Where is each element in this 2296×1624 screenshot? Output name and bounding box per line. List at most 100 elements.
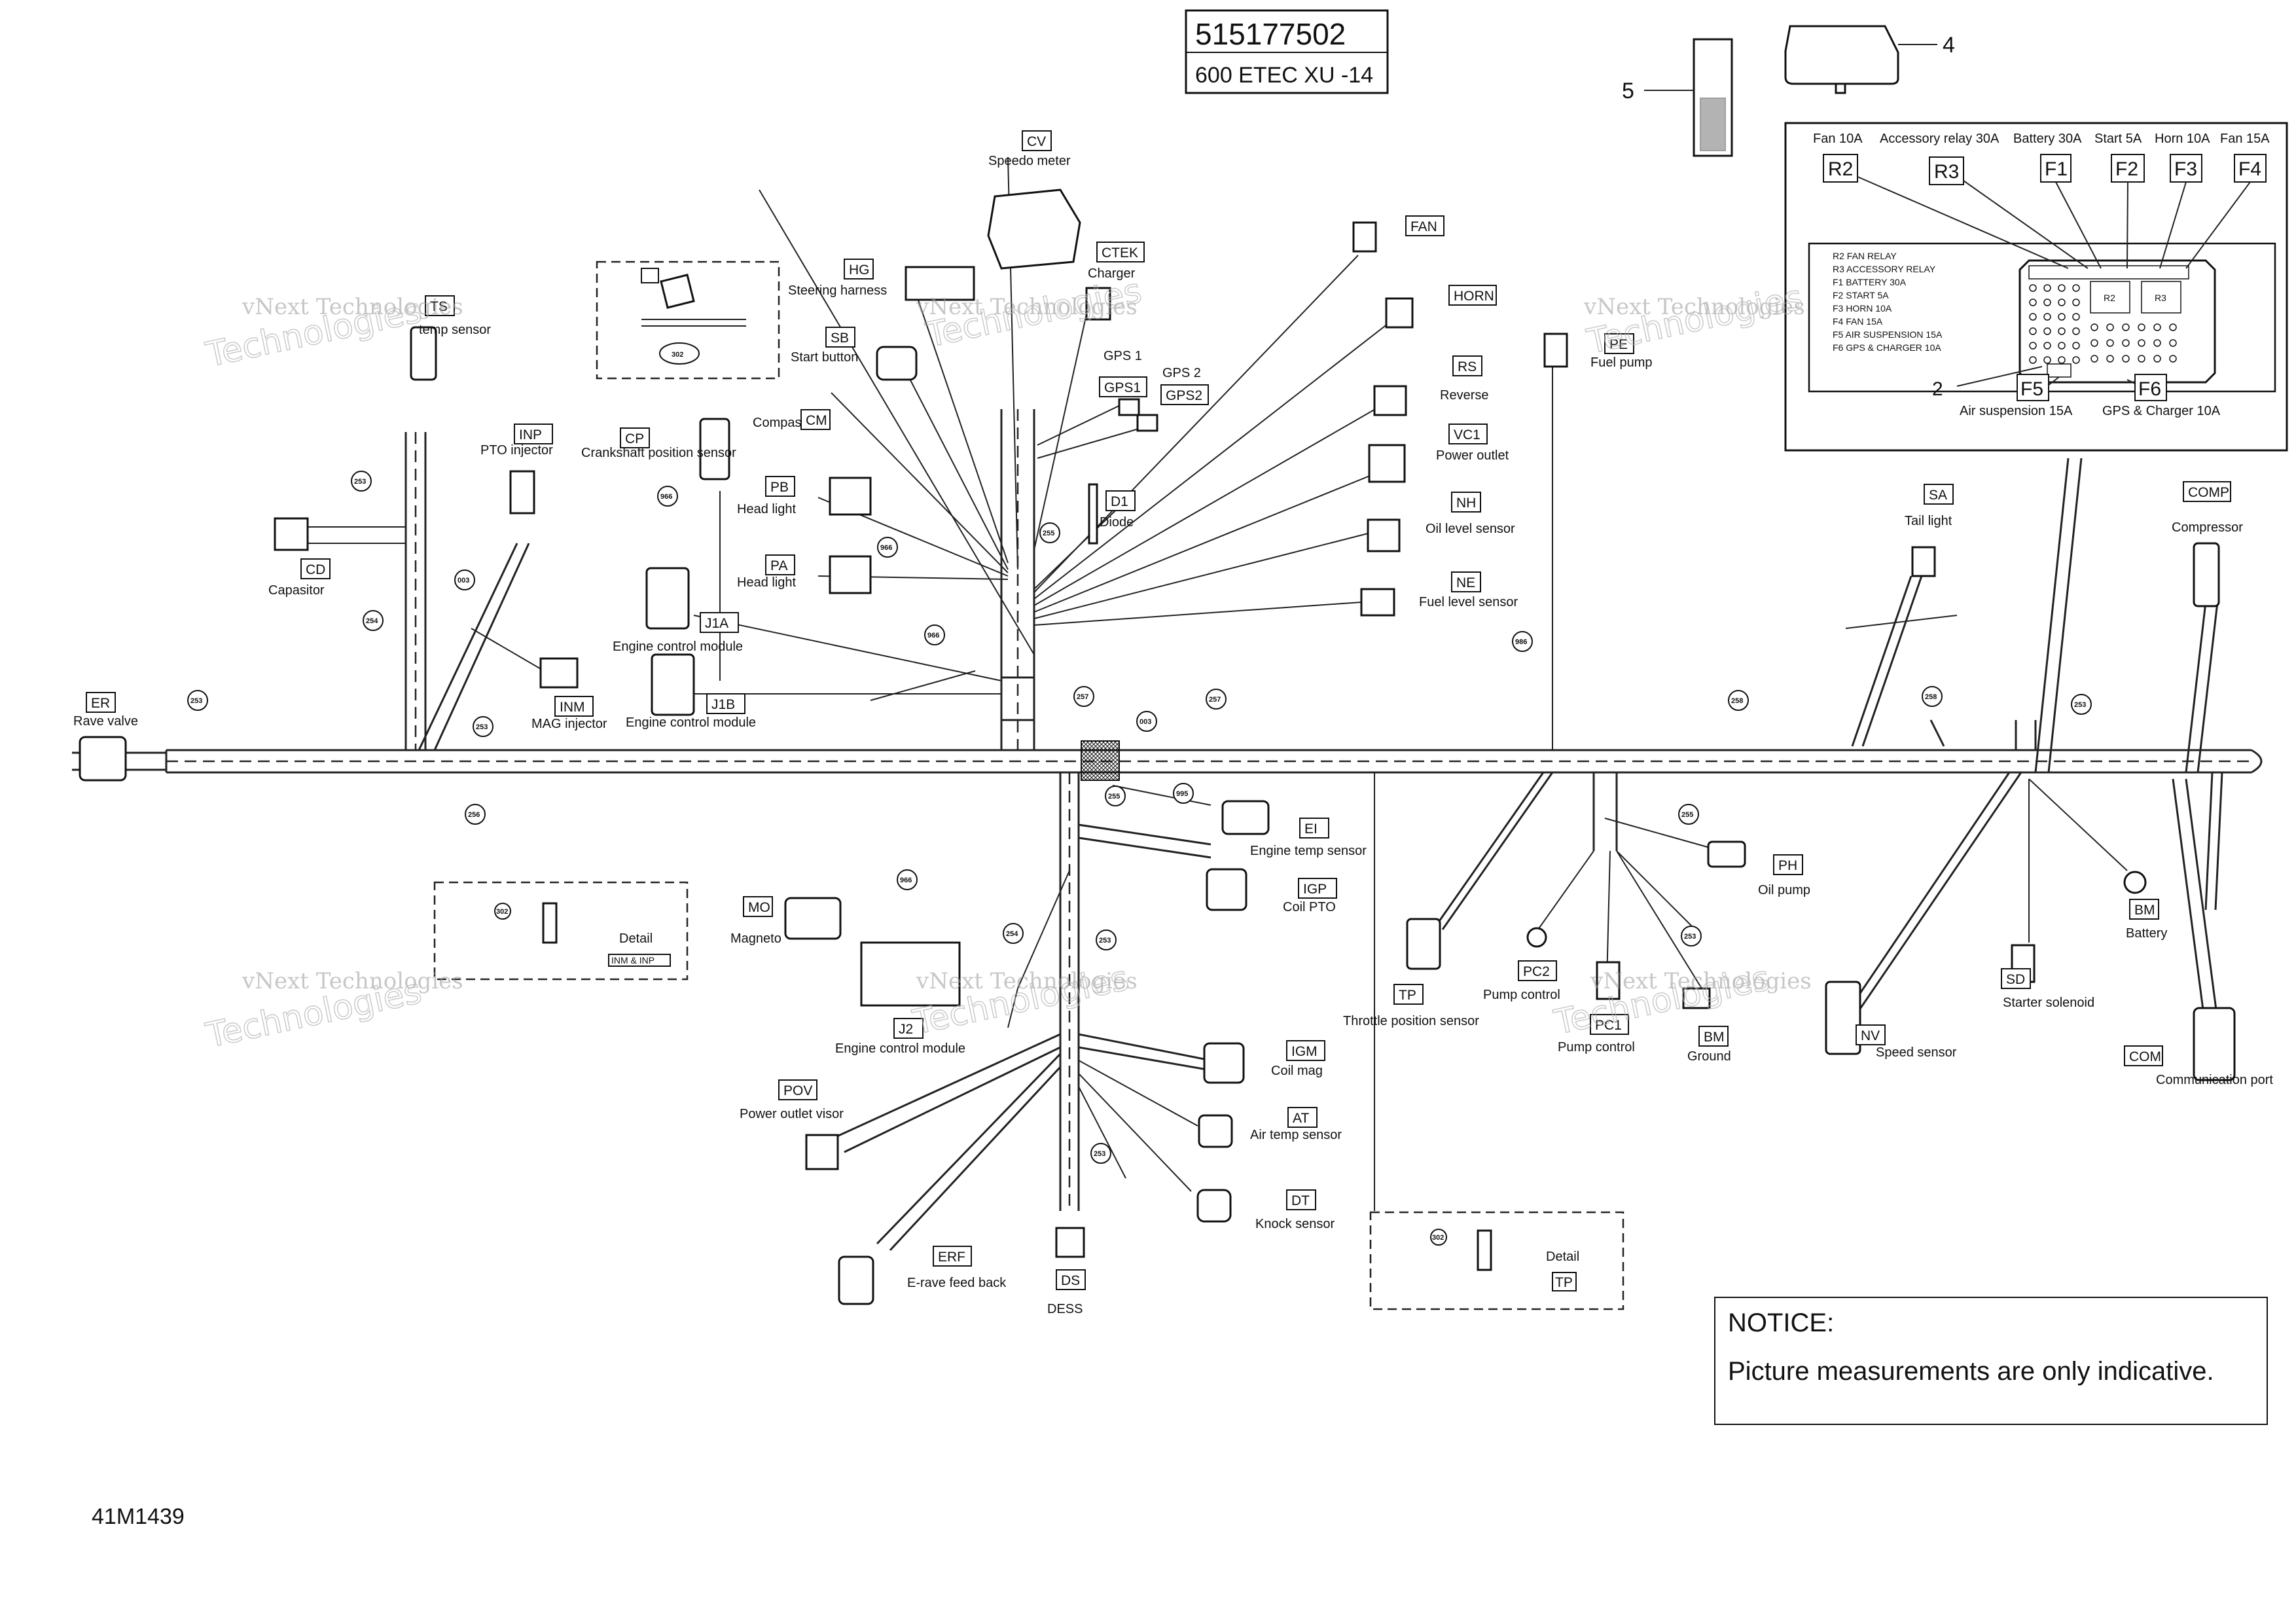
detail-inj-tag: INM & INP bbox=[611, 955, 655, 965]
component-code-box bbox=[425, 295, 455, 316]
component-name: Compressor bbox=[2172, 520, 2243, 535]
fuse-panel: Fan 10A Accessory relay 30A Battery 30A … bbox=[1784, 122, 2288, 452]
callout-2: 2 bbox=[1932, 378, 1943, 400]
ground-icon bbox=[1682, 987, 1711, 1009]
power-outlet-visor-icon bbox=[805, 1134, 839, 1170]
component-name: GPS 2 bbox=[1162, 366, 1201, 380]
component-name: Compas bbox=[753, 416, 801, 430]
detail-302-compass: 302 bbox=[672, 351, 683, 359]
steering-connector-icon bbox=[905, 266, 975, 301]
ref-bubble: 003 bbox=[1139, 718, 1151, 726]
component-name: Reverse bbox=[1440, 388, 1488, 403]
component-code-box bbox=[1393, 984, 1424, 1005]
component-code-box bbox=[1448, 424, 1488, 444]
notice-text: Picture measurements are only indicative… bbox=[1728, 1357, 2214, 1386]
fuse-pin bbox=[2058, 327, 2066, 335]
fuse-pin bbox=[2122, 355, 2130, 363]
tail-light-icon bbox=[1911, 546, 1936, 577]
fuse-pin bbox=[2072, 342, 2080, 350]
component-code: DS bbox=[1061, 1273, 1080, 1288]
fuse-pin bbox=[2169, 339, 2177, 347]
horn-connector-icon bbox=[1385, 297, 1414, 329]
magneto-icon bbox=[784, 897, 842, 940]
fuse-code-f5: F5 bbox=[2020, 378, 2043, 400]
component-name: Pump control bbox=[1483, 988, 1560, 1002]
component-code: J2 bbox=[899, 1022, 913, 1037]
fuse-top-label-6: Fan 15A bbox=[2220, 132, 2270, 146]
ref-bubble: 253 bbox=[2074, 701, 2086, 709]
component-code-box bbox=[1286, 1040, 1325, 1061]
component-name: Speedo meter bbox=[988, 154, 1071, 168]
ecm-j2-connector-icon bbox=[860, 941, 961, 1007]
component-code-box bbox=[1451, 492, 1481, 513]
fuse-pin bbox=[2058, 342, 2066, 350]
component-name: E-rave feed back bbox=[907, 1276, 1007, 1290]
legend-line: F4 FAN 15A bbox=[1833, 316, 1883, 327]
ref-bubble: 258 bbox=[1925, 693, 1937, 701]
fuse-pin bbox=[2058, 298, 2066, 306]
fuse-pin bbox=[2122, 339, 2130, 347]
detail-label-inj: Detail bbox=[619, 931, 653, 946]
ref-bubble: 253 bbox=[1094, 1150, 1105, 1158]
component-code: CP bbox=[625, 431, 644, 446]
fuse-pin bbox=[2058, 356, 2066, 364]
component-code: CTEK bbox=[1102, 245, 1138, 261]
component-name: Communication port bbox=[2156, 1073, 2273, 1087]
callout-4: 4 bbox=[1943, 33, 1955, 58]
component-name: Pump control bbox=[1558, 1040, 1635, 1055]
component-code-box bbox=[1452, 355, 1482, 376]
fuse-pin bbox=[2122, 323, 2130, 331]
fan-connector-icon bbox=[1352, 221, 1377, 253]
component-code-box bbox=[1773, 854, 1803, 875]
watermark: vNext Technologies bbox=[1583, 294, 1805, 320]
component-code-box bbox=[1298, 878, 1337, 899]
component-code-box bbox=[2001, 968, 2031, 989]
component-code-box bbox=[554, 696, 594, 717]
main-harness bbox=[165, 409, 2263, 1211]
component-code: NE bbox=[1456, 575, 1475, 590]
ref-bubble: 257 bbox=[1209, 696, 1221, 704]
fuse-pin bbox=[2043, 313, 2051, 321]
ref-bubble: 255 bbox=[1681, 811, 1693, 819]
fuse-pin bbox=[2090, 355, 2098, 363]
component-code: J1A bbox=[705, 616, 728, 631]
component-horn-19: HORN bbox=[1448, 285, 1497, 306]
legend-line: R2 FAN RELAY bbox=[1833, 251, 1897, 261]
fuse-pin bbox=[2029, 327, 2037, 335]
fuse-pin bbox=[2072, 327, 2080, 335]
fuse-pin bbox=[2153, 323, 2161, 331]
coil-pto-icon bbox=[1206, 868, 1247, 911]
ecm-j1b-connector-icon bbox=[651, 653, 695, 716]
charger-connector-icon bbox=[1085, 287, 1111, 321]
component-name: temp sensor bbox=[419, 323, 491, 337]
fuse-code-f3: F3 bbox=[2174, 158, 2197, 180]
rave-valve-icon bbox=[79, 736, 127, 782]
component-code: IGP bbox=[1303, 882, 1327, 897]
fuse-pin bbox=[2029, 342, 2037, 350]
component-code-box bbox=[2124, 1045, 2163, 1066]
ref-bubble: 255 bbox=[1043, 530, 1054, 537]
component-code-box bbox=[844, 259, 874, 280]
fuse-pin bbox=[2029, 313, 2037, 321]
component-code-box bbox=[1286, 1189, 1316, 1210]
component-code: NH bbox=[1456, 496, 1476, 511]
ref-bubble: 253 bbox=[354, 478, 366, 486]
mag-injector-icon bbox=[539, 657, 579, 689]
speed-sensor-icon bbox=[1825, 981, 1861, 1055]
component-code-box bbox=[620, 427, 650, 448]
knock-sensor-icon bbox=[1196, 1189, 1232, 1223]
